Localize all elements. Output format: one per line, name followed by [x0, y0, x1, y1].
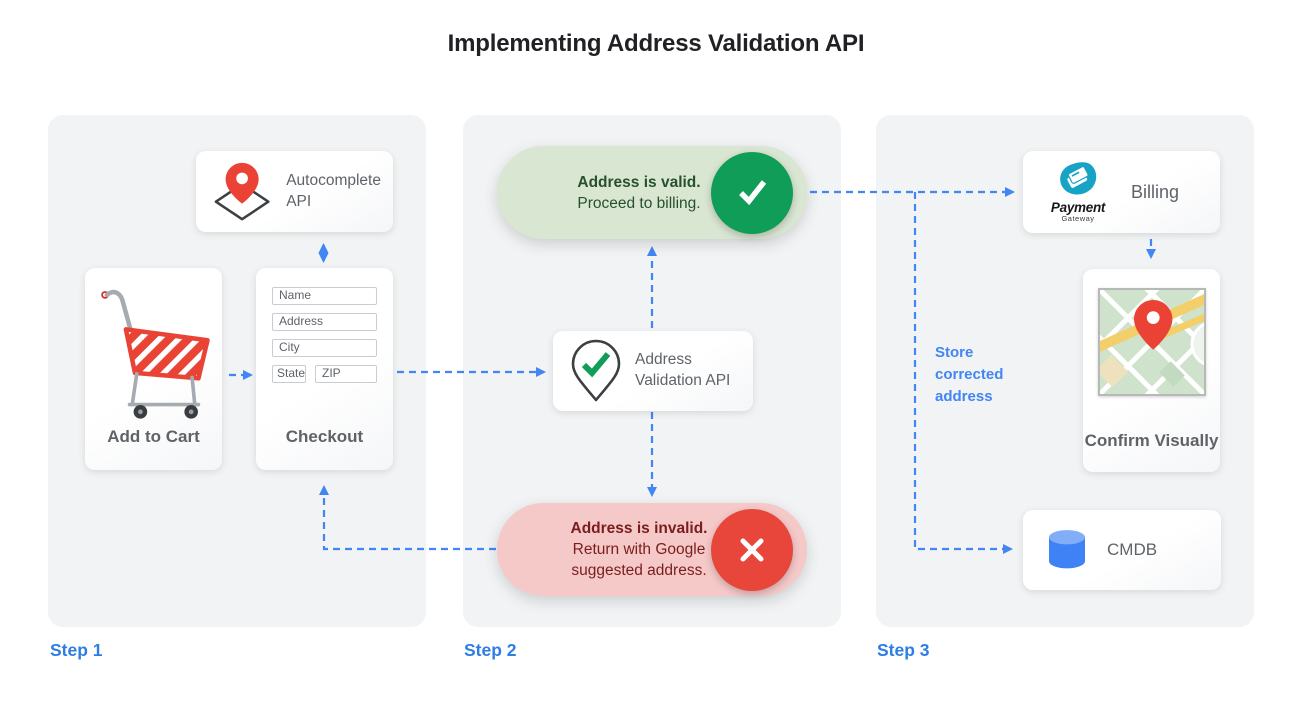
cmdb-label: CMDB: [1107, 540, 1158, 559]
city-field: City: [272, 339, 377, 357]
map-image: [1051, 242, 1253, 443]
billing-label: Billing: [1131, 181, 1180, 202]
page-title: Implementing Address Validation API: [447, 30, 865, 57]
name-field: Name: [272, 287, 377, 305]
shopping-cart-icon: [101, 289, 210, 419]
valid-pill-text: Address is valid. Proceed to billing.: [539, 146, 739, 239]
address-valid-pill: Address is valid. Proceed to billing.: [497, 146, 807, 239]
invalid-x-circle: [711, 508, 793, 591]
invalid-pill-subtitle: Return with Google suggested address.: [571, 541, 707, 579]
step1-label: Step 1: [50, 640, 103, 660]
payment-gateway-icon: [1060, 162, 1097, 195]
address-invalid-pill: Address is invalid. Return with Google s…: [497, 503, 807, 596]
store-corrected-address-note: Store corrected address: [935, 344, 1004, 405]
confirm-visually-card: Confirm Visually: [1051, 242, 1253, 472]
payment-logo-title: Payment: [1050, 200, 1106, 215]
payment-logo-subtitle: Gateway: [1061, 214, 1095, 223]
valid-pill-title: Address is valid.: [577, 173, 701, 191]
add-to-cart-card: Add to Cart: [85, 268, 222, 470]
step2-label: Step 2: [464, 640, 517, 660]
address-validation-api-label: Address Validation API: [635, 351, 731, 389]
valid-pill-subtitle: Proceed to billing.: [577, 194, 701, 212]
add-to-cart-label: Add to Cart: [107, 426, 200, 446]
autocomplete-api-label: Autocomplete API: [286, 171, 381, 210]
checkout-card: Name Address City State ZIP Checkout: [256, 268, 393, 470]
cmdb-card: CMDB: [1023, 510, 1221, 590]
map-thumbnail: [1051, 242, 1253, 443]
autocomplete-pin-icon: [214, 162, 270, 220]
step3-label: Step 3: [877, 640, 930, 660]
confirm-visually-label: Confirm Visually: [1084, 430, 1219, 450]
billing-card: Payment Gateway Billing: [1023, 151, 1220, 233]
valid-check-circle: [711, 151, 793, 234]
zip-field: ZIP: [315, 365, 377, 383]
invalid-pill-title: Address is invalid.: [570, 520, 708, 537]
address-field: Address: [272, 313, 377, 331]
state-field: State: [272, 365, 306, 383]
address-validation-api-card: Address Validation API: [553, 331, 753, 411]
checkout-label: Checkout: [285, 426, 364, 446]
check-icon: [739, 179, 767, 205]
invalid-pill-text: Address is invalid. Return with Google s…: [539, 503, 739, 596]
autocomplete-api-card: Autocomplete API: [196, 151, 393, 232]
database-icon: [1049, 530, 1085, 569]
validation-pin-icon: [571, 339, 621, 402]
payment-gateway-logo: Payment Gateway: [1035, 161, 1121, 223]
x-icon: [740, 538, 764, 561]
